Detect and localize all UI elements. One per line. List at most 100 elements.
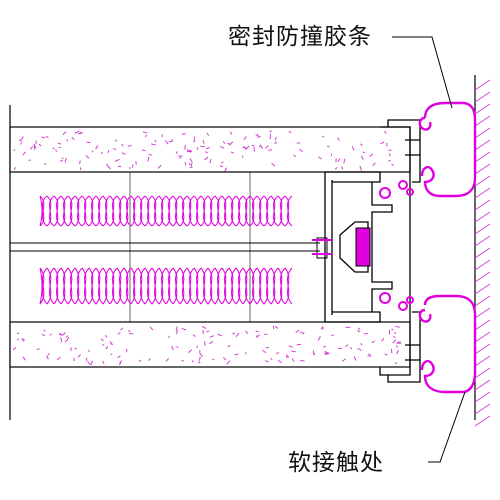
skin-speck [181, 328, 187, 331]
wall-hatch-line [474, 151, 491, 163]
insulation-lower [39, 267, 293, 305]
skin-speck [41, 333, 46, 337]
insulation-loop [46, 267, 55, 305]
skin-speck [20, 136, 24, 141]
wall-hatch-line [474, 367, 491, 379]
skin-speck [60, 337, 63, 343]
skin-speck [234, 353, 239, 356]
skin-speck [205, 151, 208, 154]
skin-speck [317, 156, 322, 160]
skin-speck [189, 166, 193, 169]
skin-speck [205, 146, 211, 150]
skin-speck [45, 135, 49, 139]
skin-speck [13, 167, 16, 170]
skin-speck [274, 325, 279, 329]
skin-speck [242, 146, 248, 150]
wall-hatch-line [474, 211, 491, 223]
skin-speck [142, 131, 148, 134]
skin-speck [221, 161, 224, 164]
skin-speck [12, 346, 17, 351]
skin-speck [209, 340, 214, 345]
skin-speck [324, 351, 329, 354]
skin-speck [206, 132, 210, 136]
skin-speck [192, 139, 196, 143]
insulation-loop [172, 267, 181, 305]
skin-speck [181, 359, 184, 362]
skin-speck [360, 155, 364, 160]
wall-hatch-line [474, 79, 491, 91]
wall-hatch-line [474, 319, 491, 331]
insulation-loop [242, 267, 251, 305]
wall-hatch-line [474, 247, 491, 259]
skin-speck [176, 345, 179, 349]
skin-speck [73, 357, 75, 362]
skin-speck [74, 347, 77, 350]
skin-speck [179, 156, 182, 159]
skin-speck [197, 361, 201, 364]
insulation-loop [200, 195, 209, 227]
skin-speck [107, 165, 112, 170]
insulation-loop [60, 195, 69, 227]
insulation-loop [158, 267, 167, 305]
insulation-loop [39, 267, 48, 305]
insulation-loop [228, 195, 237, 227]
skin-speck [264, 360, 269, 363]
skin-speck [384, 353, 388, 356]
skin-speck [393, 336, 396, 338]
skin-speck [302, 332, 305, 335]
skin-speck [56, 356, 61, 361]
wall-hatch-line [474, 223, 491, 235]
skin-speck [43, 329, 46, 332]
insulation-loop [200, 267, 209, 305]
insulation-loop [214, 195, 223, 227]
skin-speck [191, 360, 194, 363]
skin-speck [313, 352, 316, 356]
skin-speck [100, 338, 104, 342]
skin-speck [196, 345, 199, 349]
skin-speck [322, 135, 325, 138]
skin-speck [388, 153, 391, 157]
skin-speck [19, 139, 23, 142]
insulation-loop [284, 267, 293, 305]
skin-speck [270, 357, 273, 361]
skin-speck [64, 339, 68, 343]
wall-hatch [474, 79, 491, 427]
insulation-loop [235, 267, 244, 305]
skin-speck [243, 136, 247, 141]
skin-speck [232, 332, 236, 335]
insulation-loop [256, 267, 265, 305]
skin-speck [178, 155, 183, 157]
skin-speck [362, 151, 366, 154]
insulation-loop [116, 267, 125, 305]
skin-speck [65, 335, 69, 338]
insulation-loop [207, 267, 216, 305]
skin-speck [77, 132, 83, 135]
skin-speck [343, 158, 346, 164]
skin-speck [295, 329, 300, 334]
skin-speck [291, 350, 296, 353]
skin-speck [253, 146, 256, 152]
skin-speck [368, 353, 372, 356]
insulation-loop [130, 267, 139, 305]
insulation-loop [186, 195, 195, 227]
skin-speck [372, 162, 376, 166]
skin-speck [64, 157, 67, 163]
skin-speck [209, 335, 214, 338]
insulation-loop [284, 195, 293, 227]
skin-speck [320, 326, 324, 330]
insulation-loop [249, 267, 258, 305]
bottom-panel-texture [12, 325, 402, 366]
insulation-loop [116, 195, 125, 227]
skin-speck [386, 142, 388, 147]
insulation-loop [60, 267, 69, 305]
skin-speck [206, 330, 210, 333]
skin-speck [187, 349, 193, 354]
insulation-loop [221, 195, 230, 227]
skin-speck [258, 145, 262, 148]
wall-hatch-line [474, 259, 491, 271]
skin-speck [222, 141, 226, 144]
skin-speck [317, 336, 321, 341]
skin-speck [369, 153, 374, 157]
insulation-end [39, 195, 43, 227]
